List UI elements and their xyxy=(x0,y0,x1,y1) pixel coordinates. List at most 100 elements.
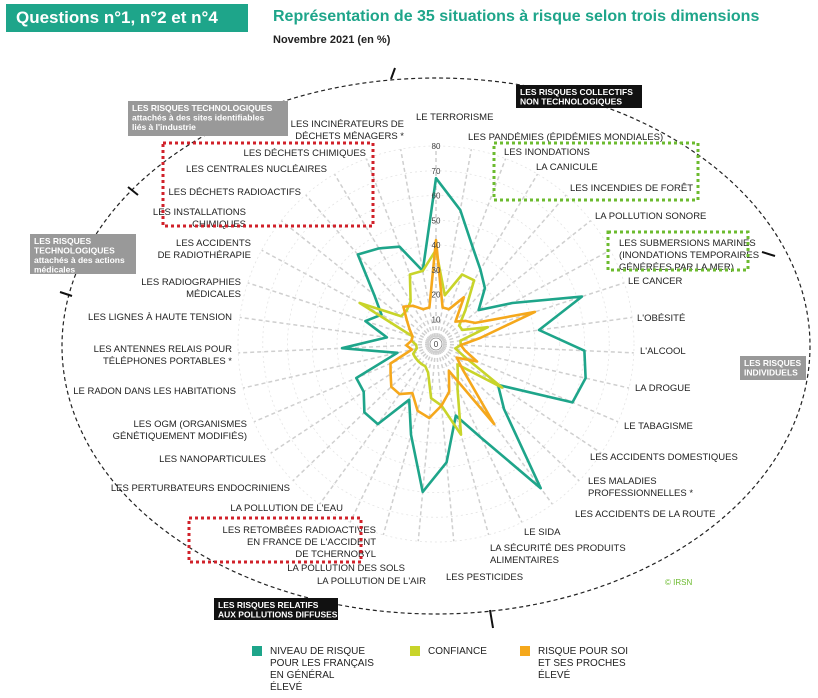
outer-ellipse xyxy=(61,77,811,615)
group-box xyxy=(740,356,806,380)
category-label: LES ACCIDENTS DE LA ROUTE xyxy=(575,509,715,520)
chart-frame xyxy=(59,67,811,629)
spoke xyxy=(242,343,437,389)
spoke xyxy=(399,149,437,345)
tick-label: 10 xyxy=(432,315,441,324)
group-separator xyxy=(761,251,776,257)
spoke xyxy=(435,343,634,354)
category-label: L'ALCOOL xyxy=(640,346,686,357)
category-label: LES INCENDIES DE FORÊT xyxy=(570,183,693,194)
legend-swatch xyxy=(520,646,530,656)
legend-item: CONFIANCE xyxy=(410,646,487,658)
center-point xyxy=(429,337,443,351)
tick-label: 50 xyxy=(432,216,441,225)
radial-tick-labels: 0 10 20 30 40 50 60 70 80 xyxy=(432,142,441,349)
legend-item: NIVEAU DE RISQUE POUR LES FRANÇAIS EN GÉ… xyxy=(252,646,374,694)
legend-label: RISQUE POUR SOI ET SES PROCHES ÉLEVÉ xyxy=(538,646,629,681)
series-line-1 xyxy=(340,176,587,494)
tick-label: 80 xyxy=(432,142,441,151)
series-line-3 xyxy=(389,238,537,426)
tick-label: 20 xyxy=(432,291,441,300)
chart-title: Représentation de 35 situations à risque… xyxy=(273,8,760,25)
grid-ring xyxy=(262,170,610,518)
legend-swatch xyxy=(410,646,420,656)
tick-label: 0 xyxy=(434,340,439,349)
category-label: LE TERRORISME xyxy=(416,112,493,123)
tick-label: 60 xyxy=(432,192,441,201)
category-label: LES INONDATIONS xyxy=(504,147,590,158)
category-label: L'OBÉSITÉ xyxy=(637,313,685,324)
group-separator xyxy=(59,291,73,297)
credit-label: © IRSN xyxy=(665,578,692,587)
chart-subtitle: Novembre 2021 (en %) xyxy=(273,34,391,46)
category-label: LES NANOPARTICULES xyxy=(159,454,266,465)
category-label: LE RADON DANS LES HABITATIONS xyxy=(73,386,236,397)
grid-ring xyxy=(287,195,585,493)
category-label: LA DROGUE xyxy=(635,383,690,394)
spoke xyxy=(435,219,592,345)
questions-badge: Questions n°1, n°2 et n°4 xyxy=(6,4,248,32)
legend-swatch xyxy=(252,646,262,656)
spoke xyxy=(280,219,437,345)
category-label: LES CENTRALES NUCLÉAIRES xyxy=(186,164,327,175)
spoke xyxy=(305,194,437,345)
grid-ring xyxy=(311,219,561,469)
category-label: LE TABAGISME xyxy=(624,421,693,432)
spoke xyxy=(435,173,539,345)
spoke xyxy=(270,343,437,454)
category-label: LES LIGNES À HAUTE TENSION xyxy=(88,312,232,323)
tick-label: 40 xyxy=(432,241,441,250)
highlight-box xyxy=(187,516,363,564)
group-box xyxy=(214,598,338,620)
category-label: LES DÉCHETS RADIOACTIFS xyxy=(169,187,302,198)
grid-ring xyxy=(361,269,511,419)
tick-label: 70 xyxy=(432,167,441,176)
spoke xyxy=(417,343,437,542)
radar-series xyxy=(340,176,587,494)
category-label: LA POLLUTION DES SOLS xyxy=(287,563,405,574)
spoke xyxy=(435,249,611,345)
group-box xyxy=(516,85,642,108)
category-label: LES ACCIDENTS DOMESTIQUES xyxy=(590,452,738,463)
category-label: LES PESTICIDES xyxy=(446,572,523,583)
highlight-box xyxy=(492,141,700,202)
spoke xyxy=(349,343,437,523)
tick-label: 30 xyxy=(432,266,441,275)
legend-label: CONFIANCE xyxy=(428,646,487,657)
group-box xyxy=(30,234,136,274)
spoke xyxy=(435,149,473,345)
group-box xyxy=(128,101,288,136)
legend-item: RISQUE POUR SOI ET SES PROCHES ÉLEVÉ xyxy=(520,646,628,682)
category-label: LES SUBMERSIONS MARINES(INONDATIONS TEMP… xyxy=(619,238,759,273)
spoke xyxy=(435,343,602,454)
group-separator xyxy=(127,186,139,196)
spoke xyxy=(435,343,619,423)
legend-label: NIVEAU DE RISQUE POUR LES FRANÇAIS EN GÉ… xyxy=(270,646,374,693)
category-label: LES DÉCHETS CHIMIQUES xyxy=(244,148,366,159)
category-label: LA POLLUTION SONORE xyxy=(595,211,706,222)
category-label: LE CANCER xyxy=(628,276,683,287)
category-label: LA CANICULE xyxy=(536,162,598,173)
spoke xyxy=(261,249,437,345)
grid-ring xyxy=(386,294,486,394)
category-label: LA POLLUTION DE L'EAU xyxy=(230,503,343,514)
grid-ring xyxy=(237,145,635,543)
spoke xyxy=(333,173,437,345)
category-label: LA POLLUTION DE L'AIR xyxy=(317,576,426,587)
category-label: LE SIDA xyxy=(524,527,561,538)
spoke xyxy=(239,316,437,345)
